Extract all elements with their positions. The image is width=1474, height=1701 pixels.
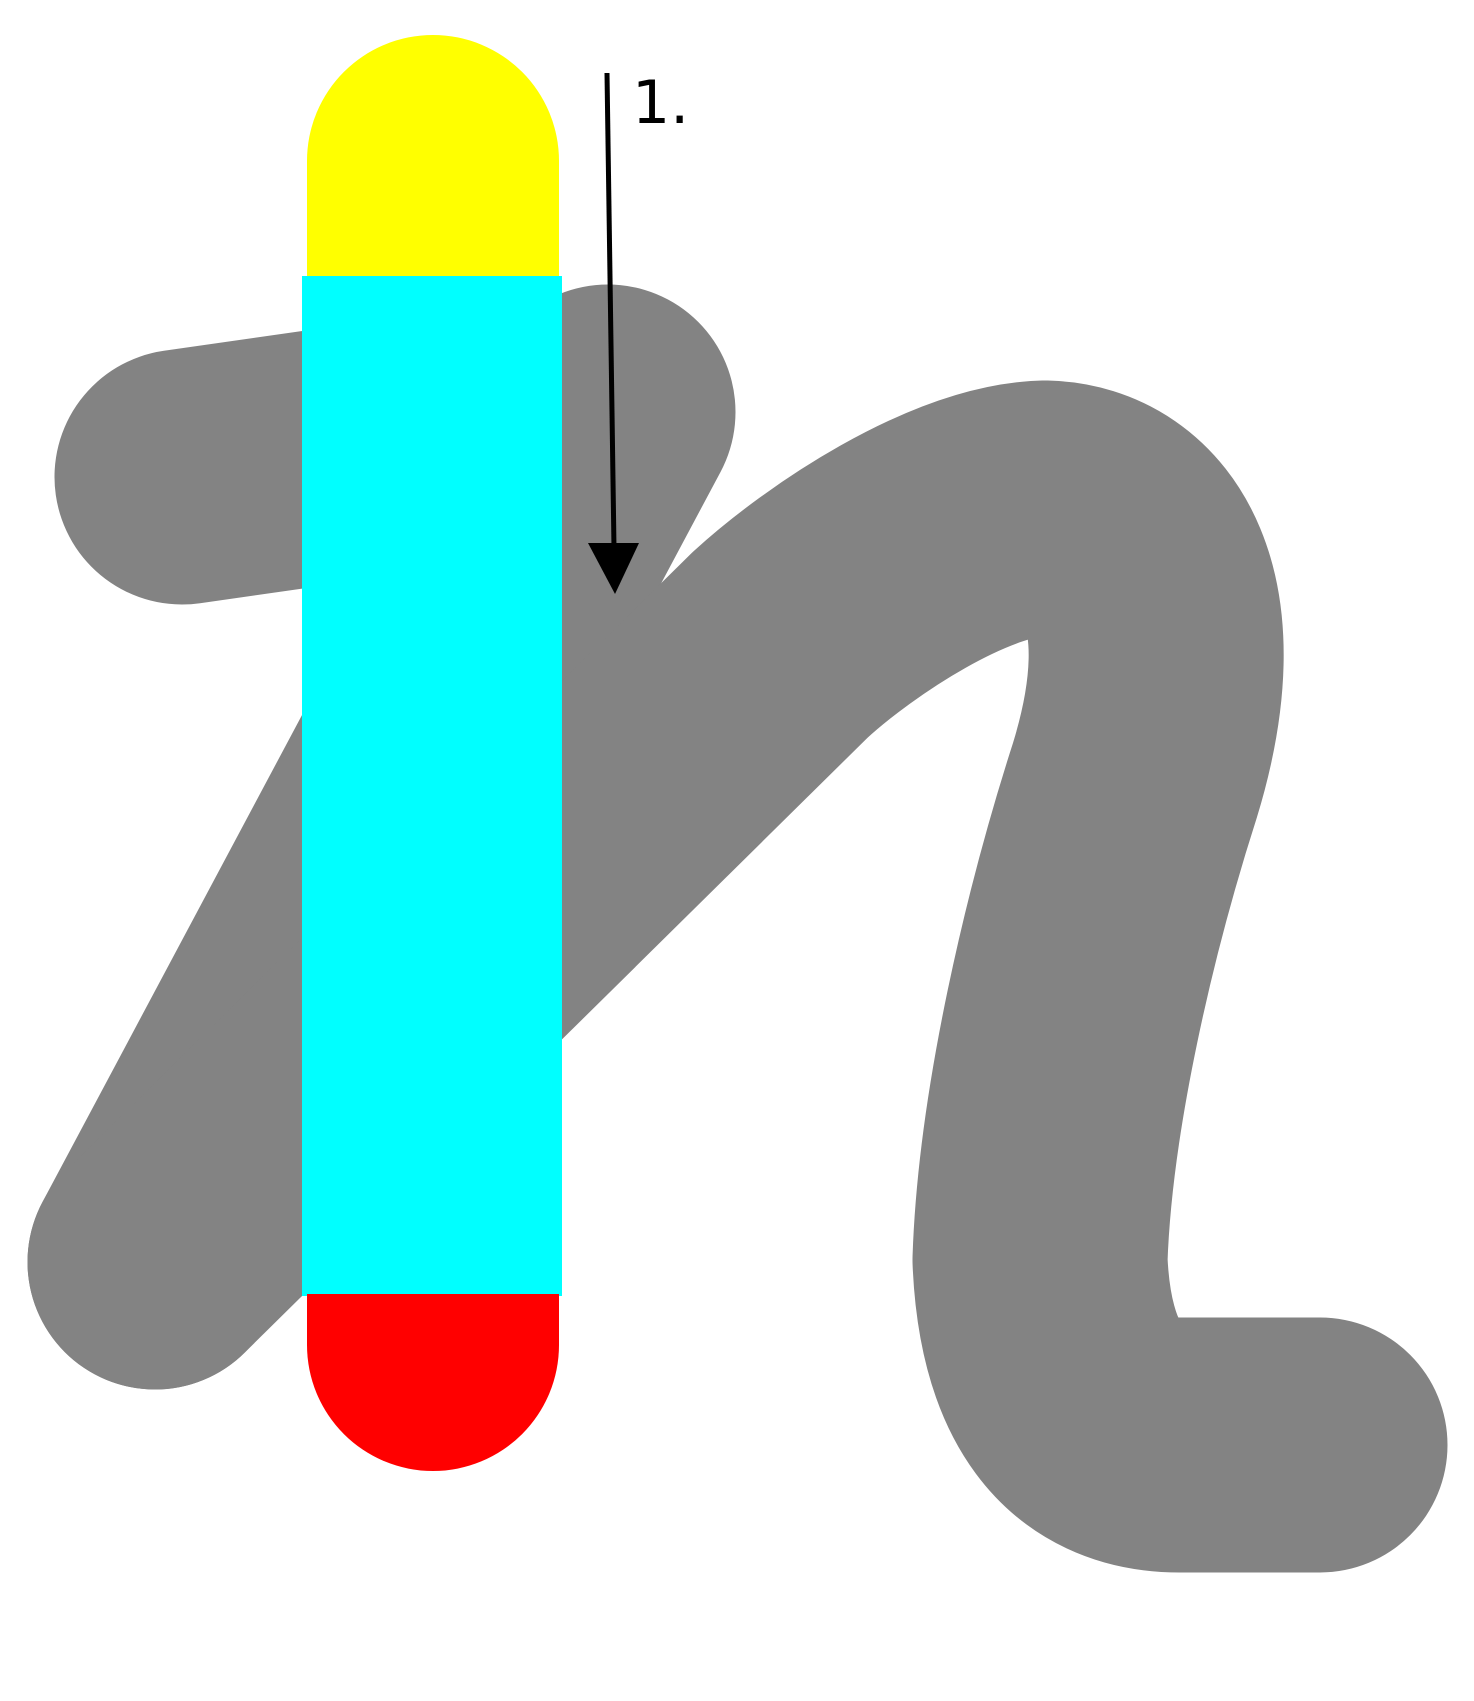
stroke-body (302, 276, 562, 1296)
step-number-label: 1. (632, 68, 689, 138)
stroke-end-cap (307, 1294, 559, 1471)
arrow-head (588, 543, 639, 594)
glyph-arch-stroke (27, 380, 1448, 1573)
current-stroke (302, 35, 562, 1471)
direction-arrow (588, 72, 639, 594)
stroke-start-cap (307, 35, 559, 278)
arrow-shaft (604, 72, 617, 549)
